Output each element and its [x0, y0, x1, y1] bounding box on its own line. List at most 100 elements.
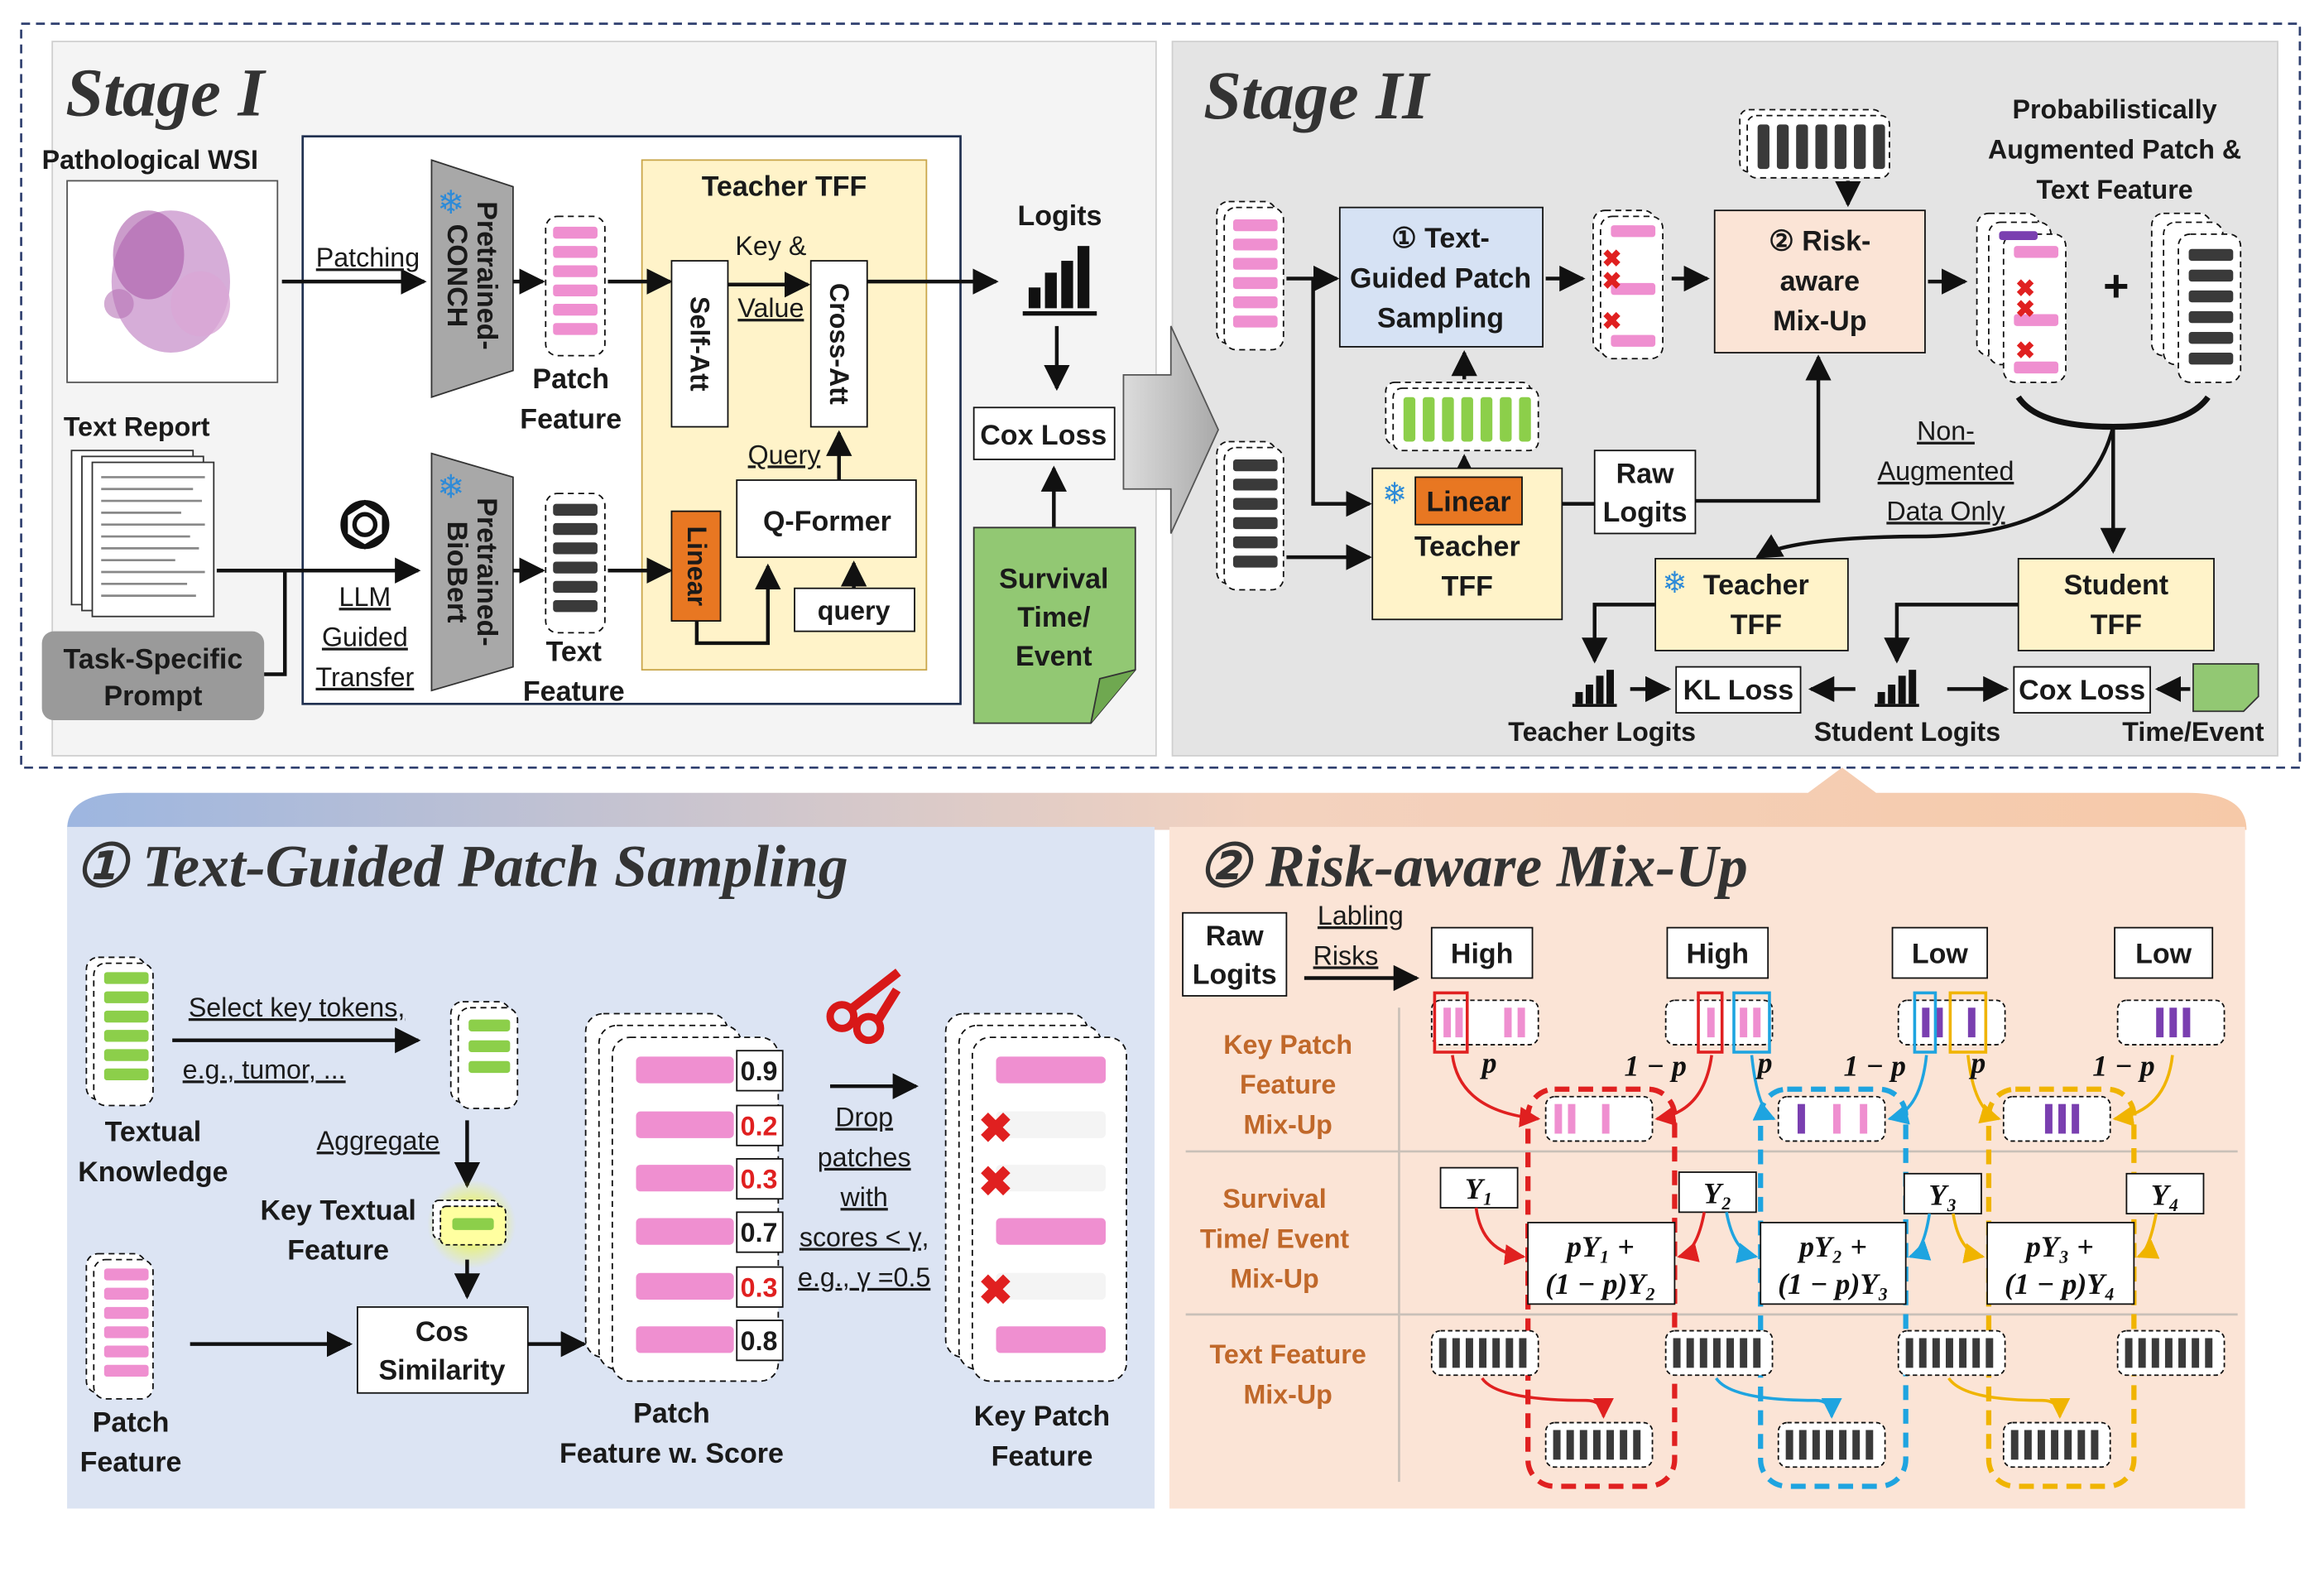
score-value: 0.3 [741, 1272, 778, 1302]
panel2-title: ② Risk-aware Mix-Up [1198, 834, 1748, 900]
formula-line1: pY₂ + [1797, 1230, 1867, 1263]
llm-label2: Guided [322, 623, 408, 652]
llm-label3: Transfer [316, 662, 415, 692]
survival-label1: Survival [999, 564, 1108, 595]
text-mix-arrow-red [1481, 1377, 1614, 1419]
svg-text:✖: ✖ [2015, 338, 2035, 364]
score-value: 0.8 [741, 1326, 778, 1356]
sampling-box [1338, 206, 1544, 348]
s2-student-tff-box [2017, 557, 2215, 651]
risk-label: Low [1912, 939, 1969, 970]
cross-icon: ✖✖✖ [978, 1105, 1013, 1313]
aug-brace [2015, 395, 2211, 430]
p-label: p [1480, 1046, 1497, 1079]
svg-text:✖: ✖ [2015, 276, 2035, 302]
labling-label1: Labling [1318, 901, 1404, 930]
text-report-pages [70, 449, 215, 618]
openai-icon [340, 499, 390, 550]
stage2-text-stack [1216, 440, 1284, 591]
biobert-label2: BioBert [441, 522, 473, 623]
s2-raw-logits-box [1593, 449, 1697, 535]
conch-label2: CONCH [441, 224, 473, 328]
llm-label1: LLM [339, 582, 391, 612]
bar-chart-icon [1875, 670, 1919, 707]
key-value-label1: Key & [735, 231, 806, 261]
score-cells [736, 1050, 784, 1362]
formula-line2: (1 − p)Y₃ [1778, 1267, 1889, 1300]
conch-encoder [430, 159, 514, 398]
survival-label3: Event [1016, 641, 1092, 672]
s2-raw-logits-label2: Logits [1603, 497, 1688, 528]
s2-cox-label: Cox Loss [2019, 675, 2145, 706]
row1-label3: Mix-Up [1243, 1109, 1332, 1139]
survival-note-fold [1090, 669, 1136, 723]
panel1-title: ① Text-Guided Patch Sampling [74, 834, 848, 900]
stage2-title: Stage II [1203, 58, 1431, 133]
kl-loss-box [1675, 666, 1802, 714]
conch-label1: Pretrained- [471, 201, 502, 349]
p-label: p [1968, 1046, 1985, 1079]
cos-label2: Similarity [378, 1355, 505, 1387]
y-arrow-red [1677, 1212, 1706, 1262]
snowflake-icon: ❄ [437, 185, 464, 221]
kl-loss-label: KL Loss [1683, 675, 1794, 706]
formula-line2: (1 − p)Y₄ [2005, 1267, 2115, 1300]
panel1-patch-label1: Patch [93, 1406, 170, 1438]
key-value-label2: Value [737, 293, 804, 323]
teacher-tff-title: Teacher TFF [702, 171, 867, 202]
aggregate-label: Aggregate [317, 1126, 440, 1156]
patching-label: Patching [316, 243, 420, 272]
riskmix-label1: ② Risk- [1769, 226, 1870, 257]
panel1-patch-label2: Feature [80, 1447, 182, 1478]
svg-text:✖: ✖ [978, 1267, 1013, 1313]
y-arrow-blue [1725, 1212, 1759, 1263]
wsi-label: Pathological WSI [42, 145, 258, 175]
svg-text:✖: ✖ [978, 1159, 1013, 1205]
svg-text:✖: ✖ [1602, 268, 1622, 295]
drop-label4: scores < γ, [799, 1223, 929, 1252]
score-value: 0.2 [741, 1111, 778, 1141]
mix-arrow-red [1654, 1055, 1713, 1127]
text-feature-label1: Text [546, 636, 602, 667]
key-patch-label2: Feature [992, 1440, 1093, 1472]
survival-label2: Time/ [1017, 602, 1091, 633]
detail-band [67, 767, 2247, 830]
self-att-box [670, 260, 729, 428]
one-minus-p-label: 1 − p [1625, 1050, 1687, 1083]
row2-label1: Survival [1222, 1184, 1326, 1214]
risk-label: High [1451, 939, 1514, 970]
mix-arrow-blue [1750, 1055, 1776, 1121]
score-pink-bars [636, 1056, 734, 1353]
student-to-slogits-arrow [1884, 603, 2019, 664]
bar-chart-icon [1572, 670, 1617, 707]
text-mix-strips [1430, 1329, 2226, 1469]
row3-label2: Mix-Up [1243, 1379, 1332, 1409]
s2-teacher-tff-label1: Teacher [1703, 570, 1809, 601]
snowflake-icon: ❄ [1662, 566, 1687, 599]
cox-loss-box [972, 406, 1116, 460]
mix-arrow-yellow [1966, 1055, 2001, 1124]
mix-arrow-blue [1887, 1055, 1928, 1125]
source-patch-strips [1430, 991, 2226, 1054]
aug-title2: Augmented Patch & [1988, 135, 2241, 165]
key-textual-label2: Feature [287, 1235, 389, 1267]
cox-loss-label: Cox Loss [980, 420, 1107, 451]
one-minus-p-label: 1 − p [2092, 1050, 2154, 1083]
score-value: 0.3 [741, 1165, 778, 1195]
s2-linear-label: Linear [1427, 487, 1511, 518]
svg-text:✖: ✖ [1602, 308, 1622, 334]
nonaug-label2: Augmented [1878, 456, 2014, 486]
y-label: Y₄ [2151, 1178, 2179, 1211]
self-att-label: Self-Att [685, 296, 715, 392]
task-prompt-line2: Prompt [103, 680, 202, 712]
teacher-logits-label: Teacher Logits [1508, 717, 1696, 747]
formula-boxes [1527, 1221, 2135, 1305]
p-label: p [1755, 1046, 1773, 1079]
student-logits-label: Student Logits [1814, 717, 2001, 747]
y-label: Y₂ [1703, 1177, 1731, 1210]
linear-box [670, 510, 722, 622]
query-box-label: query [818, 595, 891, 625]
textual-knowledge-label1: Textual [105, 1116, 202, 1147]
score-label2: Feature w. Score [559, 1438, 784, 1469]
